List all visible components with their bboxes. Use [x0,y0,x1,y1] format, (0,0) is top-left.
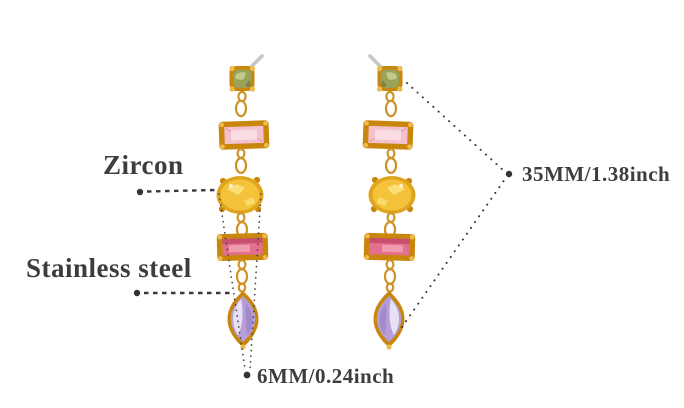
callout-line-length-bottom [401,178,506,328]
callout-line-zircon [146,188,217,193]
callout-line-width-left [218,193,246,370]
callout-dot-stainless-steel [133,289,141,297]
callout-dot-zircon [136,188,144,196]
callout-dot-length [505,170,513,178]
left-earring [214,54,272,352]
label-stone-width: 6MM/0.24inch [257,364,395,388]
right-earring [360,54,418,352]
callout-dot-width [243,371,251,379]
callout-line-width-right [249,193,262,370]
callout-line-length-top [406,82,504,171]
label-stainless-steel: Stainless steel [26,253,192,283]
label-drop-length: 35MM/1.38inch [522,162,671,186]
label-zircon: Zircon [103,150,184,180]
